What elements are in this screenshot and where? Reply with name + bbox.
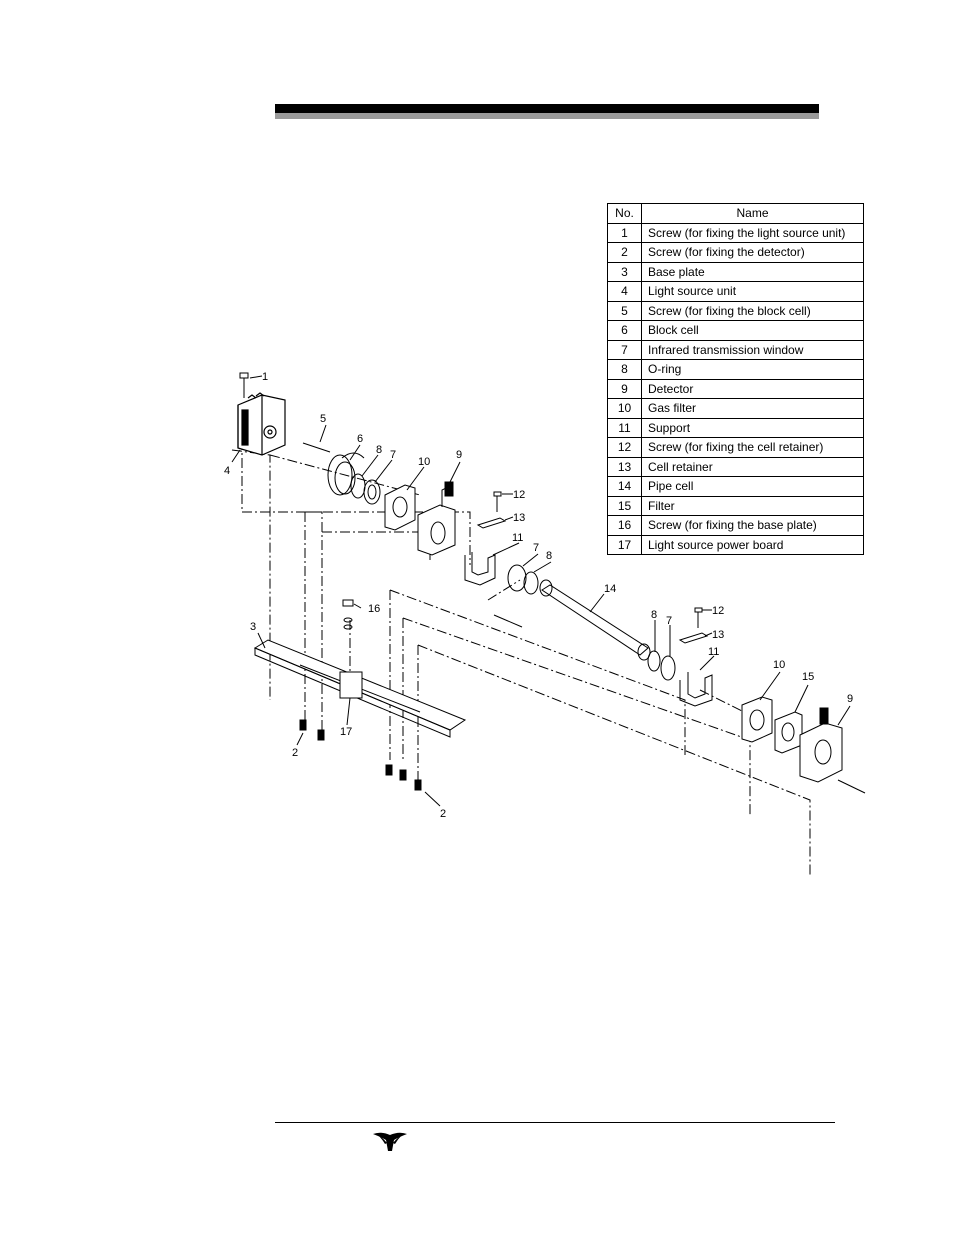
part-name: Screw (for fixing the light source unit) [641, 222, 864, 243]
label-12b: 12 [712, 605, 724, 617]
label-12a: 12 [513, 489, 525, 501]
label-7a: 7 [390, 449, 396, 461]
label-6: 6 [357, 433, 363, 445]
header-rule-gray [275, 113, 819, 119]
pipe-cell-part [539, 579, 651, 661]
label-4: 4 [224, 465, 230, 477]
gas-filter-lower [741, 696, 773, 743]
part-name: Support [641, 417, 864, 438]
gas-filter-part [384, 484, 416, 531]
teledyne-logo-icon [373, 1132, 407, 1151]
label-8a: 8 [376, 444, 382, 456]
block-cell-part [302, 442, 365, 496]
label-9b: 9 [847, 693, 853, 705]
label-3: 3 [250, 621, 256, 633]
label-7c: 7 [666, 615, 672, 627]
label-2b: 2 [440, 808, 446, 820]
header-rule-black [275, 104, 819, 113]
label-10b: 10 [773, 659, 785, 671]
label-7b: 7 [533, 542, 539, 554]
screw-1-part [239, 372, 249, 398]
screw-16-part [342, 599, 354, 630]
part-name: Light source power board [641, 534, 864, 555]
label-10a: 10 [418, 456, 430, 468]
label-13b: 13 [712, 629, 724, 641]
screws-2-part [299, 719, 422, 791]
o-ring-part [350, 473, 366, 499]
cell-retainer-lower [678, 607, 709, 644]
footer-rule [275, 1122, 835, 1123]
leader-lines [231, 375, 851, 807]
window-mid [507, 564, 527, 592]
assembly-guide-lines [231, 440, 811, 875]
window-lower [660, 655, 676, 681]
filter-part [774, 711, 803, 754]
label-14: 14 [604, 583, 616, 595]
label-9a: 9 [456, 449, 462, 461]
support-lower [679, 672, 713, 707]
support-upper [464, 552, 496, 586]
part-name: Cell retainer [641, 456, 864, 477]
o-ring-lower [647, 650, 661, 672]
base-plate-part [253, 639, 467, 738]
window-part [363, 479, 381, 505]
part-name: Screw (for fixing the block cell) [641, 300, 864, 321]
part-name: Light source unit [641, 281, 864, 302]
o-ring-mid [523, 571, 539, 595]
label-16: 16 [368, 603, 380, 615]
label-11a: 11 [512, 532, 523, 544]
detector-part [417, 481, 456, 556]
label-13a: 13 [513, 512, 525, 524]
part-name: Screw (for fixing the detector) [641, 242, 864, 263]
label-8b: 8 [546, 550, 552, 562]
label-15: 15 [802, 671, 814, 683]
label-1: 1 [262, 371, 268, 383]
light-source-unit-part [237, 392, 286, 456]
part-name: Infrared transmission window [641, 339, 864, 360]
label-5: 5 [320, 413, 326, 425]
label-8c: 8 [651, 609, 657, 621]
label-2a: 2 [292, 747, 298, 759]
label-11b: 11 [708, 646, 719, 658]
detector-lower [799, 707, 866, 794]
label-17: 17 [340, 726, 352, 738]
cell-retainer-upper [476, 491, 507, 529]
part-name: Filter [641, 495, 864, 516]
